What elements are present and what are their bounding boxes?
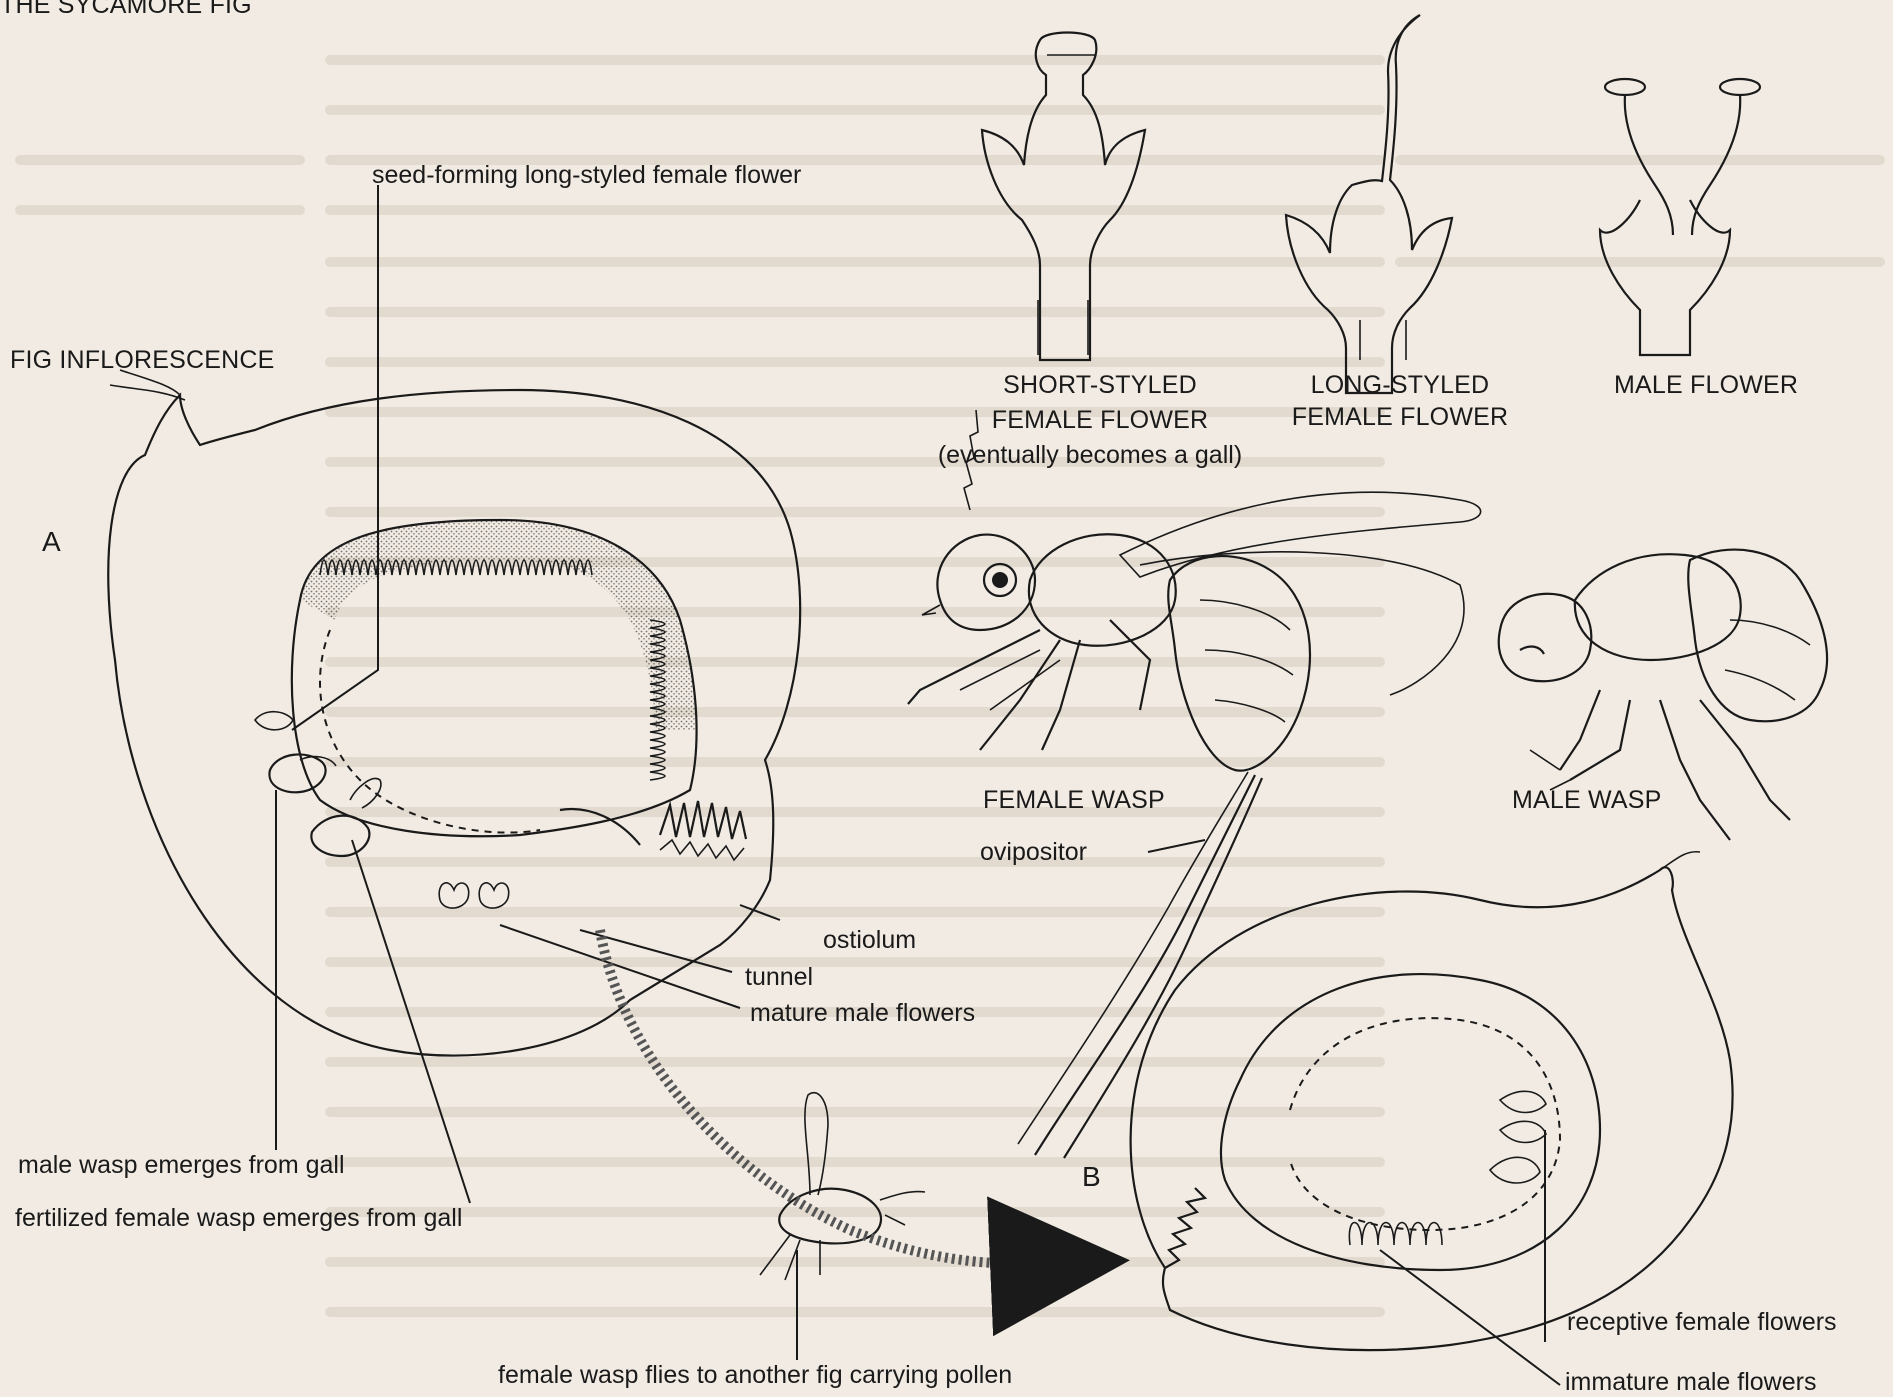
short-styled-note: (eventually becomes a gall) bbox=[905, 440, 1275, 470]
female-wasp-label: FEMALE WASP bbox=[983, 785, 1165, 815]
receptive-female-flowers-label: receptive female flowers bbox=[1567, 1307, 1837, 1337]
fig-inflorescence-label: FIG INFLORESCENCE bbox=[10, 345, 275, 375]
flight-path-arrow bbox=[600, 930, 1090, 1264]
male-flower-drawing bbox=[1600, 79, 1760, 355]
inner-wasps bbox=[255, 712, 509, 908]
ovipositor-leader bbox=[1148, 840, 1205, 852]
fig-inflorescence-b bbox=[1131, 852, 1733, 1350]
female-wasp-emerges-label: fertilized female wasp emerges from gall bbox=[15, 1203, 462, 1233]
ovipositor-label: ovipositor bbox=[980, 837, 1087, 867]
male-flower-label: MALE FLOWER bbox=[1614, 370, 1798, 400]
fig-a-letter: A bbox=[42, 525, 61, 559]
ostiolum-label: ostiolum bbox=[823, 925, 916, 955]
fig-b-letter: B bbox=[1082, 1160, 1101, 1194]
long-styled-label-line2: FEMALE FLOWER bbox=[1280, 402, 1520, 432]
page-title: THE SYCAMORE FIG bbox=[0, 0, 252, 20]
fig-inflorescence-a bbox=[108, 370, 800, 1056]
long-styled-female-flower-drawing bbox=[1286, 15, 1452, 393]
flying-wasp-drawing bbox=[760, 1093, 925, 1280]
fig-a-leader-lines bbox=[276, 185, 780, 1203]
female-wasp-flies-label: female wasp flies to another fig carryin… bbox=[498, 1360, 1012, 1390]
short-styled-label-line1: SHORT-STYLED bbox=[975, 370, 1225, 400]
seed-forming-flower-label: seed-forming long-styled female flower bbox=[372, 160, 801, 190]
mature-male-flowers-label: mature male flowers bbox=[750, 998, 975, 1028]
fig-b-leader-lines bbox=[1380, 1130, 1560, 1385]
short-styled-label-line2: FEMALE FLOWER bbox=[975, 405, 1225, 435]
long-styled-label-line1: LONG-STYLED bbox=[1280, 370, 1520, 400]
male-wasp-emerges-label: male wasp emerges from gall bbox=[18, 1150, 345, 1180]
immature-male-flowers-label: immature male flowers bbox=[1565, 1367, 1816, 1397]
tunnel-label: tunnel bbox=[745, 962, 813, 992]
male-wasp-label: MALE WASP bbox=[1512, 785, 1662, 815]
short-styled-female-flower-drawing bbox=[982, 33, 1145, 361]
female-wasp-drawing bbox=[908, 410, 1481, 1158]
